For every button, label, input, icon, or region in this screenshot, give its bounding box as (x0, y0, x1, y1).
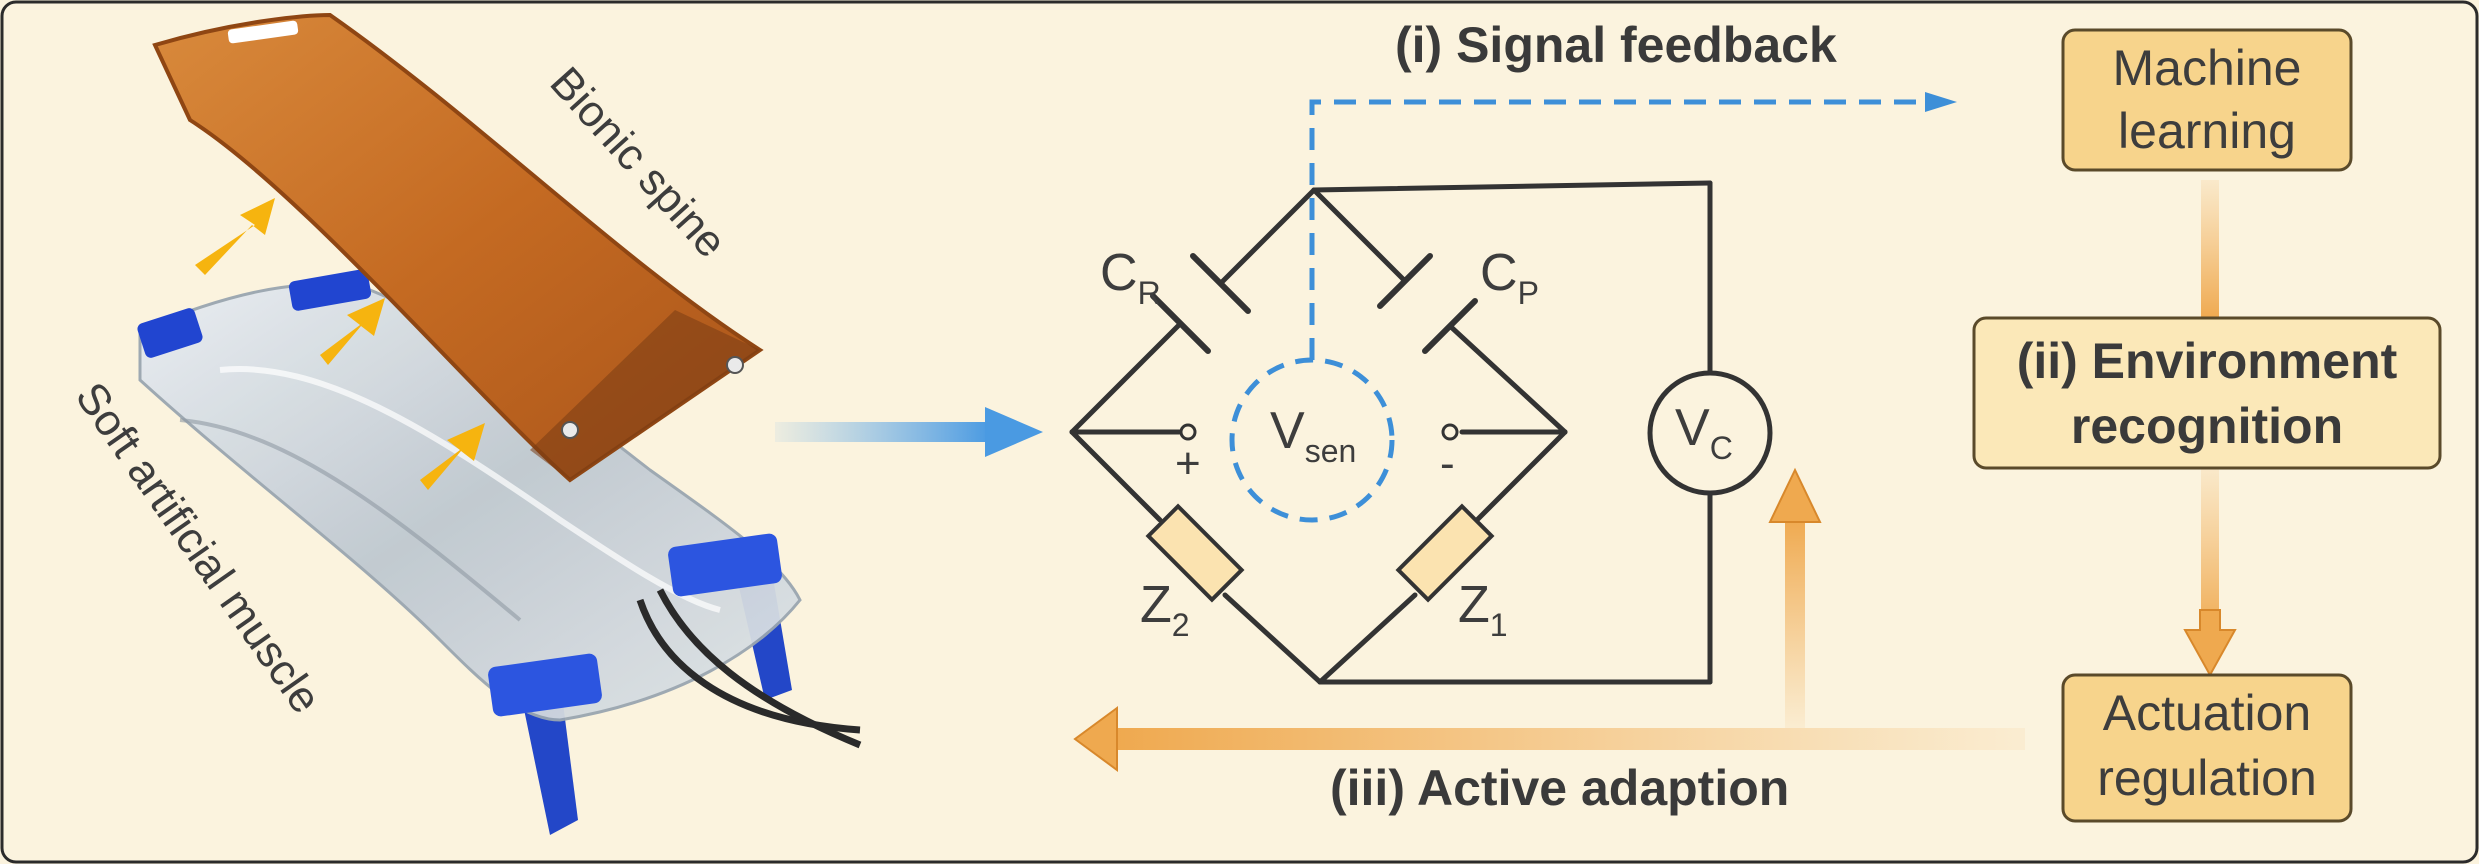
orange-up-shaft (1785, 518, 1805, 728)
z1-label: Z1 (1458, 576, 1508, 643)
bridge-circuit (1069, 180, 1713, 685)
spine-illustration (152, 12, 764, 483)
machine-learning-line-2: learning (2118, 103, 2296, 159)
wire (1222, 592, 1323, 685)
blue-arrow-shaft (775, 422, 990, 442)
orange-arrows (1073, 180, 2237, 772)
cr-label: CR (1100, 244, 1161, 311)
wire (1447, 323, 1568, 435)
orange-down-shaft (2201, 468, 2219, 638)
active-adaption-label: (iii) Active adaption (1330, 760, 1789, 816)
wire (1311, 187, 1408, 284)
orange-up-arrowhead (1768, 467, 1822, 523)
machine-learning-box: Machine learning (2061, 28, 2353, 172)
z2-label: Z2 (1140, 576, 1190, 643)
wire (1311, 180, 1713, 193)
machine-learning-box-frame (2061, 28, 2353, 172)
yellow-arrows (195, 198, 485, 490)
spine-sheet (152, 12, 764, 483)
wire (1317, 592, 1418, 685)
muscle-clamp (488, 653, 602, 717)
actuation-regulation-line-2: regulation (2097, 750, 2317, 806)
signal-feedback-label: (i) Signal feedback (1395, 17, 1837, 73)
wire (1219, 187, 1317, 285)
orange-left-arrowhead (1073, 706, 1118, 772)
yellow-arrow-icon (195, 198, 275, 275)
wire (1069, 429, 1163, 523)
cp-label: CP (1480, 244, 1539, 311)
plus-label: + (1175, 439, 1201, 488)
vsen-label: Vsen (1270, 402, 1356, 469)
yellow-arrow-icon (320, 298, 385, 365)
wire (1069, 321, 1183, 435)
actuation-regulation-line-1: Actuation (2103, 685, 2311, 741)
spine-label-strip (227, 20, 299, 44)
muscle-clamp (288, 269, 372, 311)
environment-recognition-line-1: (ii) Environment (2017, 333, 2398, 389)
muscle-tube (656, 588, 862, 749)
actuation-regulation-box: Actuation regulation (2061, 673, 2353, 823)
impedance-z2 (1145, 503, 1245, 603)
capacitor-plate (1190, 253, 1251, 314)
capacitor-cr (1150, 253, 1251, 354)
capacitor-cp (1377, 253, 1478, 354)
minus-label: - (1440, 439, 1455, 488)
terminal-minus (1441, 423, 1459, 441)
impedance-z1 (1395, 503, 1495, 603)
vc-label: VC (1675, 399, 1733, 466)
terminal-plus (1179, 423, 1197, 441)
capacitor-plate (1422, 298, 1478, 354)
muscle-clamp (668, 533, 782, 597)
machine-learning-line-1: Machine (2113, 40, 2302, 96)
signal-feedback-line (1309, 99, 1925, 360)
voltage-source-vc (1647, 370, 1773, 496)
orange-down-arrowhead (2183, 609, 2237, 678)
spine-screw (561, 421, 579, 439)
yellow-arrow-icon (420, 423, 485, 490)
blue-transfer-arrow (775, 407, 1043, 457)
signal-feedback-arrowhead (1925, 92, 1957, 112)
environment-recognition-line-2: recognition (2071, 398, 2343, 454)
environment-recognition-box: (ii) Environment recognition (1972, 316, 2442, 470)
capacitor-plate (1150, 293, 1211, 354)
muscle-clamp (137, 308, 203, 358)
orange-left-shaft (1115, 728, 2025, 750)
capacitor-plate (1377, 253, 1433, 309)
actuation-regulation-box-frame (2061, 673, 2353, 823)
muscle-fold (179, 418, 522, 622)
blue-arrow-head (985, 407, 1043, 457)
environment-recognition-box-frame (1972, 316, 2442, 470)
spine-end-band (530, 310, 760, 480)
orange-link-shaft (2201, 180, 2219, 320)
muscle-illustration (137, 269, 862, 835)
spine-screw (726, 356, 744, 374)
wire (1474, 429, 1568, 523)
muscle-fold (219, 366, 721, 613)
